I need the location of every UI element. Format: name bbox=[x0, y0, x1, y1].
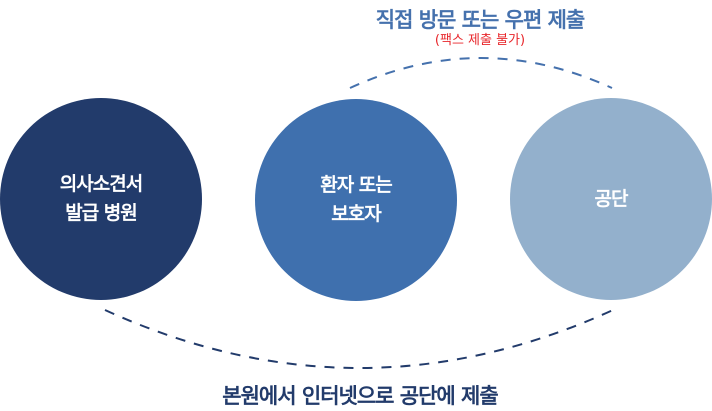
node-patient-line1: 환자 또는 bbox=[320, 174, 393, 196]
top-dashed-arc bbox=[349, 57, 613, 89]
node-patient-line2: 보호자 bbox=[331, 203, 381, 225]
node-hospital-line1: 의사소견서 bbox=[59, 173, 143, 195]
bottom-path-title: 본원에서 인터넷으로 공단에 제출 bbox=[222, 384, 498, 408]
node-hospital-line2: 발급 병원 bbox=[65, 202, 138, 224]
node-agency: 공단 bbox=[510, 98, 712, 300]
top-path-note: (팩스 제출 불가) bbox=[434, 33, 526, 48]
top-path-title: 직접 방문 또는 우편 제출 bbox=[375, 8, 585, 32]
bottom-dashed-arc bbox=[104, 309, 614, 369]
node-agency-label: 공단 bbox=[594, 187, 629, 210]
